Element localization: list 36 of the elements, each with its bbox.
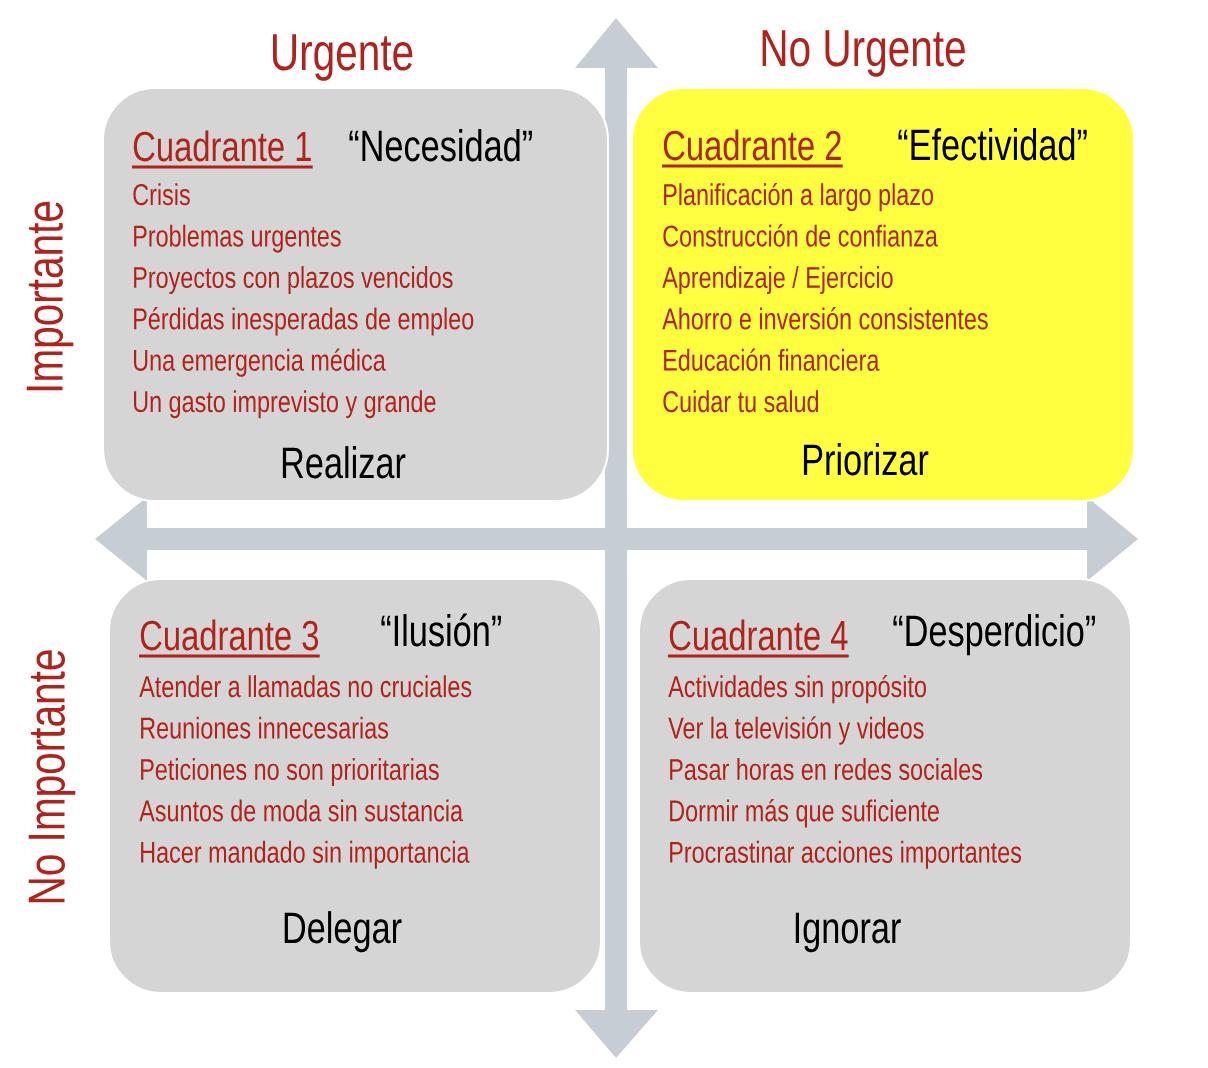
- list-item: Construcción de confianza: [663, 224, 938, 247]
- list-item: Atender a llamadas no cruciales: [139, 675, 472, 698]
- list-item: Actividades sin propósito: [668, 674, 926, 704]
- list-item: Peticiones no son prioritarias: [141, 758, 439, 787]
- action-label: Realizar: [282, 446, 406, 479]
- quadrant-title: Cuadrante 1: [132, 130, 313, 169]
- list-item: Una emergencia médica: [134, 348, 386, 377]
- quadrant-title: Cuadrante 2: [662, 129, 843, 168]
- list-item: Problemas urgentes: [134, 224, 341, 253]
- list-item: Proyectos con plazos vencidos: [134, 266, 453, 295]
- list-item: Dormir más que suficiente: [670, 799, 939, 828]
- list-item: Planificación a largo plazo: [664, 182, 933, 212]
- quadrant-title: Cuadrante 4: [668, 619, 849, 658]
- list-item: Pasar horas en redes sociales: [670, 758, 983, 781]
- quadrant-title: Cuadrante 3: [139, 619, 320, 658]
- list-item: Aprendizaje / Ejercicio: [662, 266, 893, 295]
- list-item: Hacer mandado sin importancia: [141, 840, 470, 869]
- list-item: Procrastinar acciones importantes: [670, 840, 1022, 869]
- action-label: Delegar: [284, 911, 402, 953]
- list-item: Un gasto imprevisto y grande: [134, 390, 436, 419]
- list-item: Ver la televisión y videos: [668, 716, 924, 745]
- list-item: Educación financiera: [664, 348, 880, 371]
- list-item: Ahorro e inversión consistentes: [662, 307, 988, 330]
- axis-label: No Importante: [28, 650, 76, 903]
- list-item: Asuntos de moda sin sustancia: [139, 799, 464, 822]
- list-item: Pérdidas inesperadas de empleo: [134, 307, 474, 336]
- quadrant-subtitle: “Necesidad”: [349, 129, 532, 162]
- action-label: Priorizar: [803, 443, 929, 476]
- axis-label: No Urgente: [762, 30, 965, 77]
- quadrant-subtitle: “Efectividad”: [898, 128, 1087, 161]
- list-item: Reuniones innecesarias: [141, 716, 389, 739]
- quadrant-subtitle: “Desperdicio”: [893, 614, 1095, 656]
- list-item: Cuidar tu salud: [663, 390, 819, 413]
- quadrant-subtitle: “Ilusión”: [381, 613, 501, 647]
- list-item: Crisis: [133, 183, 190, 206]
- action-label: Ignorar: [795, 912, 901, 953]
